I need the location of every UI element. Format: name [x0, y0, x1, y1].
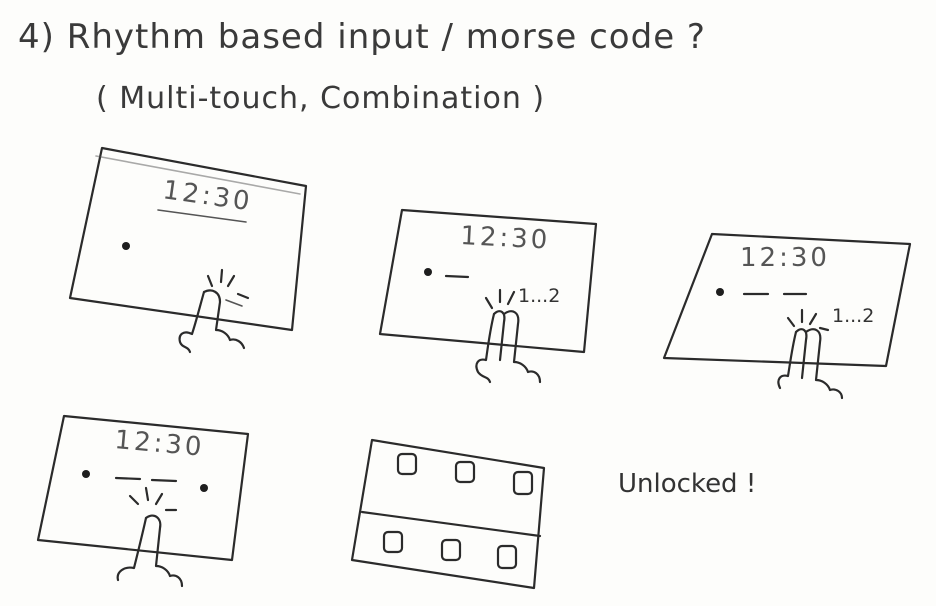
clock-display: 12:30 [113, 425, 205, 463]
app-icon [382, 530, 404, 554]
morse-dot [424, 268, 432, 276]
tap-count-label: 1...2 [518, 285, 560, 307]
morse-dot [200, 484, 208, 492]
clock-display: 12:30 [460, 221, 551, 256]
morse-dot [82, 470, 90, 478]
title-line-1: 4) Rhythm based input / morse code ? [18, 17, 706, 57]
tap-count-label: 1...2 [832, 305, 874, 327]
phone-frame-3: 12:30 1...2 [662, 232, 912, 400]
clock-display: 12:30 [740, 243, 830, 273]
dock-divider [360, 510, 542, 538]
finger-hand-icon [178, 289, 246, 354]
tap-rays [206, 268, 250, 307]
finger-hand-icon [116, 514, 184, 588]
clock-display: 12:30 [161, 175, 254, 217]
unlocked-label: Unlocked ! [618, 469, 756, 499]
app-icon [454, 460, 476, 484]
morse-dash [150, 478, 178, 483]
tap-rays [484, 288, 516, 310]
phone-frame-4: 12:30 [36, 414, 250, 588]
morse-dot [122, 242, 130, 250]
tap-rays [128, 486, 178, 512]
morse-dash [114, 476, 142, 481]
phone-frame-1: 12:30 [68, 146, 308, 354]
app-icon [396, 452, 418, 476]
morse-dot [716, 288, 724, 296]
app-icon [512, 470, 534, 496]
unlocked-home-screen [350, 438, 546, 590]
app-icon [440, 538, 462, 562]
app-icon [496, 544, 518, 570]
morse-dash [444, 274, 470, 279]
two-finger-hand-icon [475, 310, 542, 384]
two-finger-hand-icon [777, 328, 844, 400]
tap-rays [786, 308, 830, 332]
title-line-2: ( Multi-touch, Combination ) [96, 81, 545, 116]
phone-frame-2: 12:30 1...2 [378, 208, 598, 384]
